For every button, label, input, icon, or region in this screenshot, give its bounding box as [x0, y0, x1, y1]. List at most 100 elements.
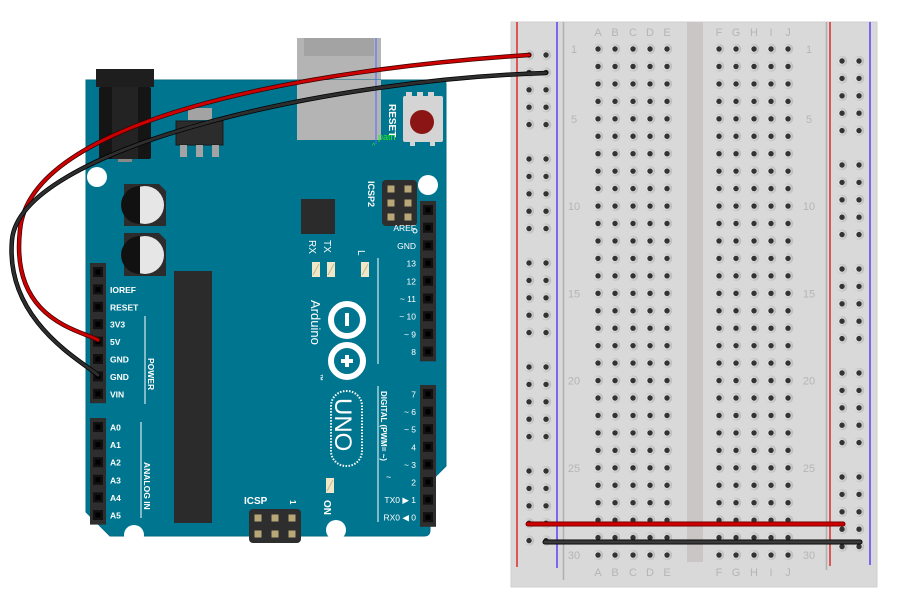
digital-section-label: DIGITAL (PWM= ~)	[379, 391, 388, 461]
column-label-bottom: D	[646, 567, 654, 579]
arduino-brand-text: Arduino	[308, 300, 323, 345]
icsp-pin[interactable]	[254, 530, 262, 538]
pin-label: TX0 ▶ 1	[384, 495, 416, 505]
mounting-hole	[418, 175, 438, 195]
icsp-pin[interactable]	[404, 213, 412, 221]
row-label-right: 20	[803, 376, 815, 388]
pin-label: GND	[110, 372, 129, 382]
icsp-pin[interactable]	[288, 530, 296, 538]
tx-label: TX	[321, 240, 332, 253]
column-label-top: B	[611, 27, 618, 39]
pin-label: GND	[397, 241, 416, 251]
5v-wire[interactable]	[17, 53, 531, 342]
icsp-pin[interactable]	[271, 514, 279, 522]
row-label-left: 10	[568, 201, 580, 213]
pin-label: A5	[110, 511, 121, 521]
column-label-top: G	[732, 27, 741, 39]
column-label-bottom: I	[769, 567, 772, 579]
icsp-pin1-label: 1	[288, 500, 297, 505]
pin-label: A0	[110, 423, 121, 433]
pin-label: 4	[411, 442, 416, 452]
capacitor	[121, 233, 166, 276]
pin-label: 7	[411, 390, 416, 400]
row-label-left: 30	[568, 550, 580, 562]
arduino-uno: path ^	[85, 38, 447, 545]
icsp2-header	[382, 180, 417, 226]
icsp-pin[interactable]	[404, 185, 412, 193]
column-label-bottom: C	[629, 567, 637, 579]
breadboard-center-channel	[687, 22, 703, 562]
column-label-top: J	[785, 27, 791, 39]
column-label-bottom: H	[750, 567, 758, 579]
power-header	[90, 263, 106, 404]
pin-label: A4	[110, 493, 121, 503]
pwm-tilde: ~	[386, 472, 391, 482]
pin-label: ~ 3	[404, 460, 416, 470]
icsp-label: ICSP	[244, 496, 268, 507]
column-label-top: D	[646, 27, 654, 39]
reset-button[interactable]	[403, 92, 443, 146]
pin-label: RX0 ◀ 0	[383, 513, 416, 523]
column-label-top: C	[629, 27, 637, 39]
column-label-top: I	[769, 27, 772, 39]
analog-section-label: ANALOG IN	[142, 462, 152, 510]
capacitor	[121, 184, 166, 226]
reset-label: RESET	[386, 104, 397, 137]
usb-chip	[301, 199, 335, 234]
pin-label: GND	[110, 355, 129, 365]
column-label-bottom: J	[785, 567, 791, 579]
row-label-right: 10	[803, 201, 815, 213]
pin-label: 12	[407, 276, 417, 286]
column-label-bottom: F	[716, 567, 723, 579]
l-label: L	[355, 250, 366, 256]
column-label-bottom: B	[611, 567, 618, 579]
pin-label: ~ 9	[404, 329, 416, 339]
trademark: ™	[316, 374, 323, 381]
column-label-top: F	[716, 27, 723, 39]
rx-label: RX	[306, 240, 317, 254]
column-label-bottom: E	[663, 567, 670, 579]
pin-label: A3	[110, 475, 121, 485]
row-label-left: 1	[571, 44, 577, 56]
column-label-top: H	[750, 27, 758, 39]
pin-label: 13	[407, 259, 417, 269]
mounting-hole	[87, 167, 107, 187]
row-label-right: 30	[803, 550, 815, 562]
voltage-regulator	[188, 108, 212, 120]
icsp-pin[interactable]	[288, 514, 296, 522]
debug-path-label: path	[378, 132, 396, 142]
pin-label: AREF	[393, 223, 416, 233]
row-label-right: 1	[806, 44, 812, 56]
pin-label: 8	[411, 347, 416, 357]
row-label-right: 25	[803, 463, 815, 475]
row-label-left: 15	[568, 288, 580, 300]
icsp-pin[interactable]	[254, 514, 262, 522]
uno-text: UNO	[329, 398, 356, 451]
icsp2-label: ICSP2	[366, 181, 376, 207]
pin-label: 3V3	[110, 320, 125, 330]
pin-label: ~ 10	[399, 312, 416, 322]
pin-label: ~ 11	[400, 294, 416, 304]
pin-label: ~ 5	[404, 425, 416, 435]
column-label-bottom: G	[732, 567, 741, 579]
gnd-wire[interactable]	[10, 71, 548, 377]
row-label-right: 15	[803, 288, 815, 300]
icsp-pin[interactable]	[387, 185, 395, 193]
column-label-top: A	[594, 27, 602, 39]
column-label-bottom: A	[594, 567, 602, 579]
power-jack	[96, 69, 154, 87]
row-label-right: 5	[806, 114, 812, 126]
arduino-logo-icon	[328, 301, 366, 380]
digital-header-bottom	[420, 385, 436, 527]
icsp-header	[249, 509, 301, 543]
icsp-pin[interactable]	[271, 530, 279, 538]
icsp-pin[interactable]	[404, 199, 412, 207]
pin-label: IOREF	[110, 285, 136, 295]
icsp-pin[interactable]	[387, 199, 395, 207]
pin-label: 2	[411, 478, 416, 488]
debug-anchor-mark: ^	[372, 143, 376, 150]
pin-label: 5V	[110, 337, 121, 347]
icsp-pin[interactable]	[387, 213, 395, 221]
